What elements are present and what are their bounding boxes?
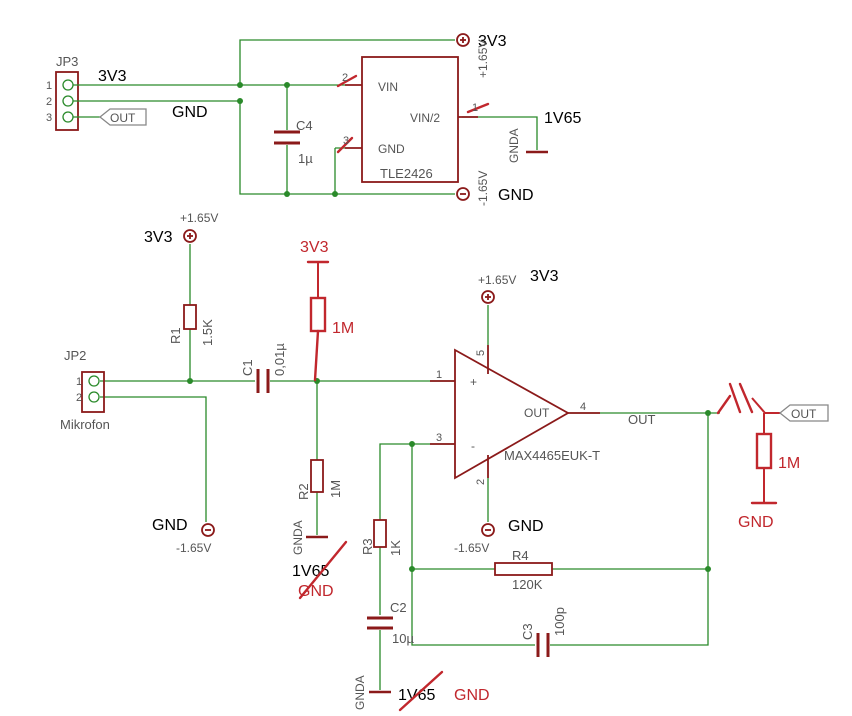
supply-3v3-left-label: 3V3: [144, 229, 173, 246]
opamp-plus: +: [470, 375, 477, 389]
net-label-gnd-top: GND: [172, 104, 208, 121]
supply-gnd-left-label: GND: [152, 517, 188, 534]
jp2-connector: JP2 1 2 Mikrofon: [60, 348, 110, 432]
opamp-pin3: 3: [436, 432, 442, 444]
out-port-right: OUT: [778, 404, 829, 422]
red-gnd-out-label: GND: [738, 514, 774, 531]
supply-gnd-top: GND -1.65V: [456, 171, 534, 206]
supply-3v3-opamp: +1.65V 3V3: [478, 268, 559, 304]
jp2-pin2: 2: [76, 392, 82, 404]
resistor-r4: R4 120K: [494, 548, 553, 592]
capacitor-c4: C4 1µ: [274, 118, 313, 166]
jp3-connector: JP3 1 2 3: [46, 54, 79, 131]
gnda-bottom-label: GNDA: [353, 675, 367, 710]
regulator-pin-gnd: GND: [378, 142, 405, 156]
jp3-label: JP3: [56, 54, 78, 69]
opamp-max4465: + - OUT MAX4465EUK-T 1 3 4 5 2: [430, 345, 600, 485]
r1-name: R1: [168, 327, 183, 344]
out-port-right-label: OUT: [791, 407, 817, 421]
supply-gnd-top-label: GND: [498, 187, 534, 204]
supply-minus165-opamp: -1.65V: [454, 541, 489, 555]
r2-name: R2: [296, 483, 311, 500]
supply-gnd-left: GND -1.65V: [152, 517, 215, 555]
jp2-label: JP2: [64, 348, 86, 363]
regulator-pin-num-3: 3: [343, 135, 349, 147]
red-1m-top-label: 1M: [332, 320, 354, 337]
supply-3v3-left: 3V3 +1.65V: [144, 211, 218, 246]
red-gnd-c2-label: GND: [454, 687, 490, 704]
regulator-pin-num-1: 1: [472, 102, 478, 114]
regulator-pin-num-2: 2: [342, 72, 348, 84]
opamp-name: MAX4465EUK-T: [504, 448, 600, 463]
r4-name: R4: [512, 548, 529, 563]
opamp-pin4: 4: [580, 401, 586, 413]
jp2-mikrofon-label: Mikrofon: [60, 417, 110, 432]
jp3-pin1: 1: [46, 80, 52, 92]
regulator-name: TLE2426: [380, 166, 433, 181]
r1-value: 1.5K: [200, 319, 215, 346]
red-annotation-output: 1M GND: [716, 382, 800, 531]
c1-value: 0,01µ: [272, 343, 287, 376]
c4-name: C4: [296, 118, 313, 133]
supply-plus165-top: +1.65V: [476, 40, 490, 78]
c3-value: 100p: [552, 607, 567, 636]
gnda-r2-label: GNDA: [291, 520, 305, 555]
jp2-pin1: 1: [76, 376, 82, 388]
opamp-out-pin-label: OUT: [524, 406, 550, 420]
supply-plus165-left: +1.65V: [180, 211, 218, 225]
out-port-top-label: OUT: [110, 111, 136, 125]
regulator-tle2426: VIN VIN/2 GND TLE2426 2 3 1: [336, 56, 490, 183]
r3-value: 1K: [388, 540, 403, 556]
supply-3v3-opamp-label: 3V3: [530, 268, 559, 285]
supply-gnd-opamp-label: GND: [508, 518, 544, 535]
c2-name: C2: [390, 600, 407, 615]
top-wires: [73, 39, 538, 197]
jp3-pin3: 3: [46, 112, 52, 124]
red-3v3-label: 3V3: [300, 239, 329, 256]
gnda-symbol-bottom: GNDA 1V65 GND: [353, 670, 490, 712]
gnda-symbol-top: GNDA 1V65: [507, 110, 581, 163]
regulator-pin-vin2: VIN/2: [410, 111, 440, 125]
c4-value: 1µ: [298, 151, 313, 166]
bottom-wires: [100, 244, 720, 690]
opamp-minus: -: [471, 439, 475, 453]
net-label-1v65-r2: 1V65: [292, 563, 329, 580]
r3-name: R3: [360, 538, 375, 555]
net-label-1v65-top: 1V65: [544, 110, 581, 127]
r4-value: 120K: [512, 577, 543, 592]
resistor-r2: R2 1M GNDA 1V65 GND: [291, 459, 348, 600]
opamp-pin2: 2: [475, 479, 487, 485]
opamp-pin5: 5: [475, 350, 487, 356]
supply-minus165-top: -1.65V: [476, 171, 490, 206]
capacitor-c3: C3 100p: [520, 607, 567, 657]
regulator-pin-vin: VIN: [378, 80, 398, 94]
c2-value: 10µ: [392, 631, 414, 646]
resistor-r1: R1 1.5K: [168, 304, 215, 346]
capacitor-c2: C2 10µ: [367, 600, 414, 646]
c3-name: C3: [520, 623, 535, 640]
r2-value: 1M: [328, 480, 343, 498]
c1-name: C1: [240, 359, 255, 376]
opamp-pin1: 1: [436, 369, 442, 381]
supply-gnd-opamp: GND -1.65V: [454, 518, 544, 555]
red-gnd-r2-label: GND: [298, 583, 334, 600]
red-1m-right-label: 1M: [778, 455, 800, 472]
supply-3v3-top-label: 3V3: [478, 33, 507, 50]
net-label-out: OUT: [628, 412, 656, 427]
resistor-r3: R3 1K: [360, 519, 403, 556]
capacitor-c1: C1 0,01µ: [240, 343, 287, 393]
jp3-pin2: 2: [46, 96, 52, 108]
gnda-top-label: GNDA: [507, 128, 521, 163]
out-port-top: OUT: [98, 108, 147, 126]
supply-minus165-left: -1.65V: [176, 541, 211, 555]
supply-plus165-opamp: +1.65V: [478, 273, 516, 287]
supply-3v3-top: 3V3 +1.65V: [456, 33, 507, 78]
red-annotation-r-top: 3V3 1M: [300, 239, 354, 382]
net-label-3v3-top: 3V3: [98, 68, 127, 85]
